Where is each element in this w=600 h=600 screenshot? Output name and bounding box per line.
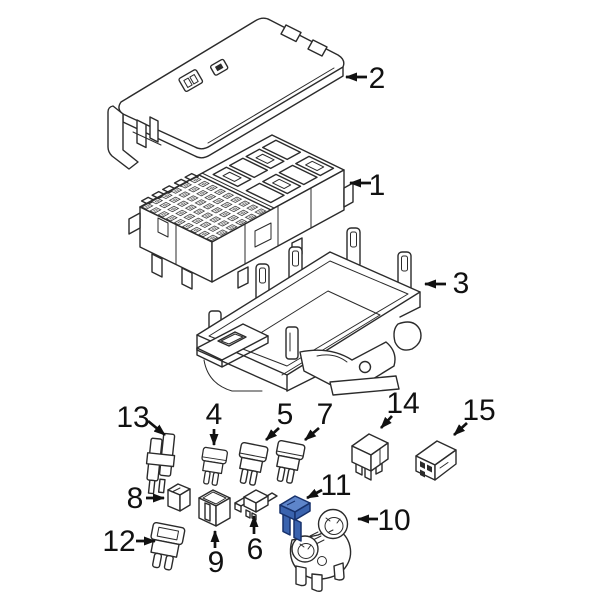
callout-12-label[interactable]: 12 xyxy=(102,525,135,558)
part-mini-blade-fuse[interactable] xyxy=(198,446,228,486)
callout-15[interactable]: 15 xyxy=(453,394,496,436)
part-maxi-blade-fuse[interactable] xyxy=(145,521,186,571)
part-blade-fuse-right[interactable] xyxy=(271,439,306,484)
callout-9-label[interactable]: 9 xyxy=(208,546,225,579)
callout-14[interactable]: 14 xyxy=(380,387,420,429)
callout-11-arrow xyxy=(306,488,323,500)
callout-5-arrow xyxy=(265,427,280,441)
callout-7[interactable]: 7 xyxy=(304,398,334,442)
part-relay-small[interactable] xyxy=(351,433,389,481)
part-lower-bracket[interactable] xyxy=(196,227,422,396)
part-relay-large[interactable] xyxy=(415,440,457,481)
part-jcase-fuse[interactable] xyxy=(198,489,231,527)
callout-14-arrow xyxy=(380,415,393,429)
fuse-icon-large xyxy=(178,69,204,93)
callout-13-arrow xyxy=(147,419,166,437)
part-fuse-holder-assembly[interactable] xyxy=(289,508,352,592)
callout-8-label[interactable]: 8 xyxy=(127,482,144,515)
part-fuse-box[interactable] xyxy=(129,135,353,290)
callout-13[interactable]: 13 xyxy=(116,401,166,437)
callout-1[interactable]: 1 xyxy=(349,169,386,202)
callout-13-label[interactable]: 13 xyxy=(116,401,149,434)
callout-6-label[interactable]: 6 xyxy=(247,533,264,566)
callout-3-label[interactable]: 3 xyxy=(453,267,470,300)
callout-6[interactable]: 6 xyxy=(247,515,264,566)
callout-15-arrow xyxy=(453,422,468,436)
callout-1-label[interactable]: 1 xyxy=(369,169,386,202)
callout-11-label[interactable]: 11 xyxy=(320,469,351,502)
callout-10[interactable]: 10 xyxy=(357,504,411,537)
callout-3[interactable]: 3 xyxy=(424,267,470,300)
part-low-profile-fuse[interactable] xyxy=(234,489,278,521)
callout-8[interactable]: 8 xyxy=(127,482,165,515)
callout-12[interactable]: 12 xyxy=(102,525,156,558)
callout-4[interactable]: 4 xyxy=(206,398,223,446)
fuse-icon-small xyxy=(209,58,229,76)
part-selected-fuse[interactable] xyxy=(279,495,311,542)
callout-5[interactable]: 5 xyxy=(265,398,294,441)
callout-7-label[interactable]: 7 xyxy=(317,398,334,431)
part-fusible-link[interactable] xyxy=(144,432,177,495)
part-fuse-box-cover[interactable] xyxy=(107,17,345,170)
callout-2-label[interactable]: 2 xyxy=(369,62,386,95)
callout-7-arrow xyxy=(304,426,320,442)
callout-4-label[interactable]: 4 xyxy=(206,398,223,431)
callout-14-label[interactable]: 14 xyxy=(386,387,419,420)
part-small-box-fuse[interactable] xyxy=(167,483,191,512)
callout-15-label[interactable]: 15 xyxy=(462,394,495,427)
callout-11[interactable]: 11 xyxy=(306,469,352,502)
callout-9[interactable]: 9 xyxy=(208,530,225,579)
part-blade-fuse-left[interactable] xyxy=(234,441,269,486)
callout-2[interactable]: 2 xyxy=(345,62,386,95)
callout-5-label[interactable]: 5 xyxy=(277,398,294,431)
callout-10-label[interactable]: 10 xyxy=(377,504,410,537)
